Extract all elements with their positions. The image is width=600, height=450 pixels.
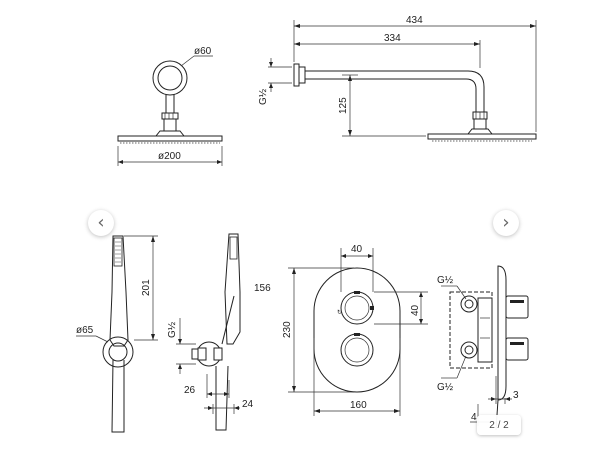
head-diameter-label: ø200 — [158, 151, 181, 162]
shower-arm-side-view: 434 334 125 G½ — [258, 15, 537, 142]
chevron-right-icon: › — [502, 212, 510, 233]
next-image-button[interactable]: › — [493, 210, 519, 236]
body-thread-top-label: G½ — [437, 275, 454, 286]
valve-body-side-view: G½ G½ 3 4 — [437, 265, 529, 431]
hose-outlet-side-view: G½ 26 24 — [167, 233, 254, 431]
arm-drop-label: 125 — [338, 97, 349, 114]
body-side-label: 4 — [471, 412, 477, 423]
page-indicator: 2 / 2 — [477, 415, 521, 435]
valve-plate-front-view: 156 ↻ 40 40 230 — [254, 244, 428, 416]
hand-length-label: 201 — [141, 279, 152, 296]
svg-text:↻: ↻ — [337, 309, 342, 316]
outlet-width-label: 24 — [242, 399, 254, 410]
knob-spacing-h-label: 40 — [351, 244, 363, 255]
body-thread-bottom-label: G½ — [437, 382, 454, 393]
plate-height-label: 230 — [282, 321, 293, 338]
hand-shower-front-view: 201 ø65 — [76, 235, 158, 433]
previous-image-button[interactable]: ‹ — [88, 210, 114, 236]
knob-spacing-v-label: 40 — [410, 304, 421, 316]
hand-diameter-label: ø65 — [76, 325, 94, 336]
valve-height-label: 156 — [254, 283, 271, 294]
arm-length-label: 334 — [384, 33, 401, 44]
chevron-left-icon: ‹ — [97, 212, 105, 233]
shower-head-front-view: ø60 ø200 — [117, 46, 223, 166]
arm-thread-label: G½ — [258, 88, 269, 105]
plate-width-label: 160 — [350, 400, 367, 411]
body-depth-label: 3 — [513, 390, 519, 401]
hose-thread-label: G½ — [167, 321, 178, 338]
flange-diameter-label: ø60 — [194, 46, 212, 57]
arm-total-label: 434 — [406, 15, 423, 26]
outlet-offset-label: 26 — [184, 385, 196, 396]
